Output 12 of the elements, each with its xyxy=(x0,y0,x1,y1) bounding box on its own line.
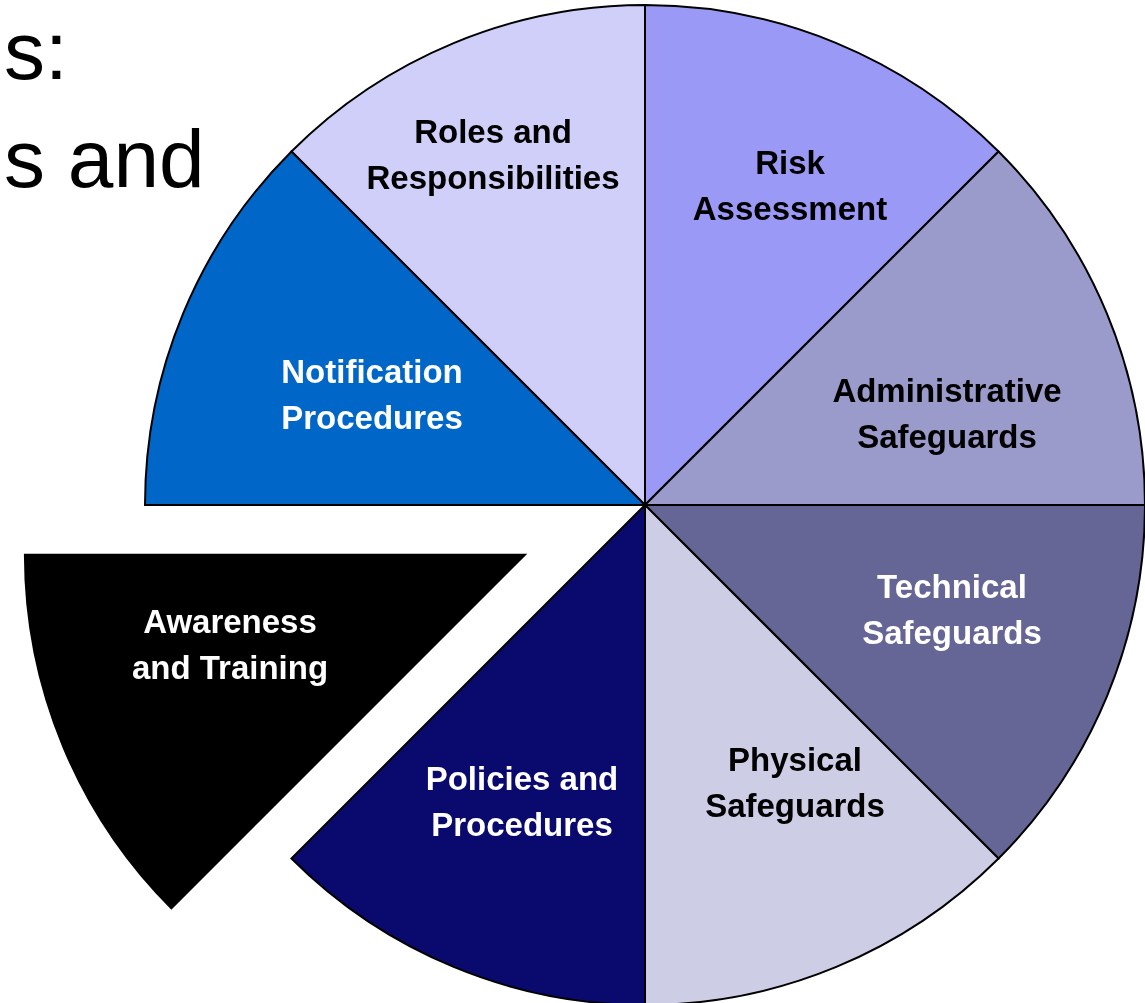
title-fragment: s: xyxy=(4,10,68,92)
slice-label: Administrative Safeguards xyxy=(831,371,1063,457)
slice-label: Physical Safeguards xyxy=(704,740,886,826)
slice-label: Awareness and Training xyxy=(130,602,330,688)
slice-label: Policies and Procedures xyxy=(424,759,620,845)
pie-slice xyxy=(644,504,1145,860)
slice-label: Roles and Responsibilities xyxy=(365,112,621,198)
slice-label: Risk Assessment xyxy=(691,143,889,229)
slice-label: Notification Procedures xyxy=(280,352,464,438)
title-fragment: s and xyxy=(4,118,205,200)
pie-slice xyxy=(644,150,1145,506)
slice-label: Technical Safeguards xyxy=(861,567,1043,653)
